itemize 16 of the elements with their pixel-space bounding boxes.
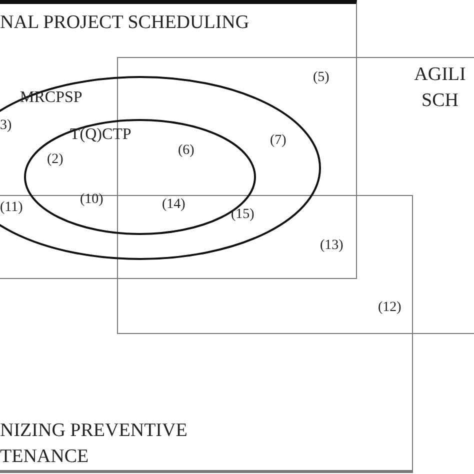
set-title: NAL PROJECT SCHEDULING — [0, 11, 250, 35]
region-number: (10) — [80, 192, 104, 208]
region-number: (5) — [313, 70, 330, 86]
region-number: 3) — [0, 118, 12, 134]
set-title: NIZING PREVENTIVE TENANCE — [0, 419, 188, 469]
region-number: (7) — [270, 133, 286, 149]
region-number: (2) — [47, 152, 64, 168]
region-number: (11) — [0, 200, 23, 216]
region-number: (14) — [162, 197, 186, 213]
region-number: (15) — [231, 207, 254, 223]
set-title: AGILI SCH — [413, 63, 467, 113]
region-number: (6) — [178, 143, 194, 159]
set-ellipse — [23, 118, 257, 236]
region-number: (13) — [320, 238, 344, 254]
region-number: (12) — [378, 300, 402, 316]
set-title: MRCPSP — [20, 89, 82, 107]
